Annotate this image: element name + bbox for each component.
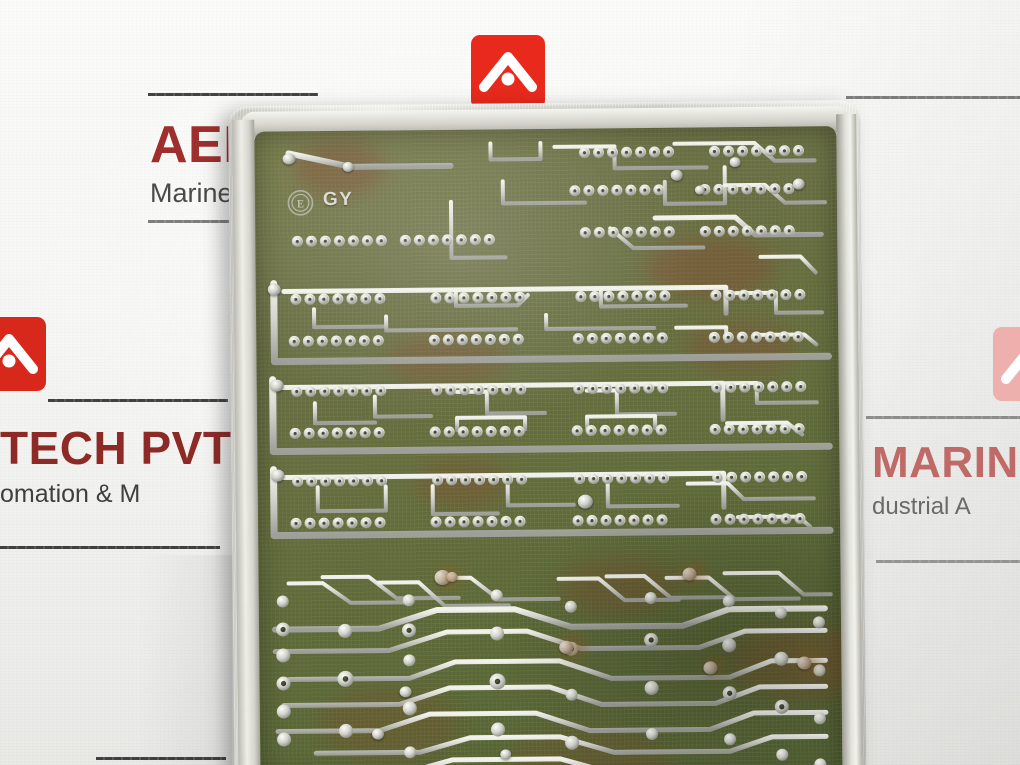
- watermark-mid-left-subtitle: omation & M: [0, 480, 141, 508]
- watermark-right: MARINE dustrial A: [872, 440, 1020, 522]
- certification-stamp: E: [287, 189, 314, 216]
- watermark-right-subtitle: dustrial A: [872, 493, 971, 520]
- logo-top: [471, 35, 545, 109]
- board-metal-frame: E GY: [228, 99, 867, 765]
- rule-line-lower-right: [876, 560, 1020, 563]
- ce-stamp-icon: E: [287, 190, 314, 216]
- watermark-mid-left-title: TECH PVT: [0, 422, 232, 474]
- chevron-icon: [479, 52, 537, 92]
- logo-right: [993, 327, 1020, 401]
- board-specular-highlight: [254, 126, 843, 765]
- pcb-board: E GY: [219, 99, 867, 765]
- rule-line-mid-left: [48, 399, 228, 402]
- watermark-top-left-subtitle: Marine: [150, 178, 233, 208]
- pcb-substrate: E GY: [254, 126, 843, 765]
- rule-line-bottom-left: [96, 757, 226, 760]
- rule-line-top-right: [846, 96, 1020, 99]
- chevron-icon: [1001, 353, 1020, 384]
- paper-shadow-edge: [0, 555, 232, 765]
- logo-left: [0, 317, 46, 391]
- copper-trace-layer: [254, 126, 842, 765]
- stamp-letter: E: [297, 198, 304, 210]
- rule-line-lower-left: [0, 546, 220, 549]
- chevron-icon: [0, 334, 38, 374]
- rule-line-under-aeltop: [148, 220, 232, 223]
- watermark-mid-left: TECH PVT omation & M: [0, 424, 231, 510]
- watermark-right-title: MARINE: [872, 438, 1020, 487]
- rule-line-mid-right: [866, 416, 1020, 419]
- rule-line-top-left: [148, 93, 318, 96]
